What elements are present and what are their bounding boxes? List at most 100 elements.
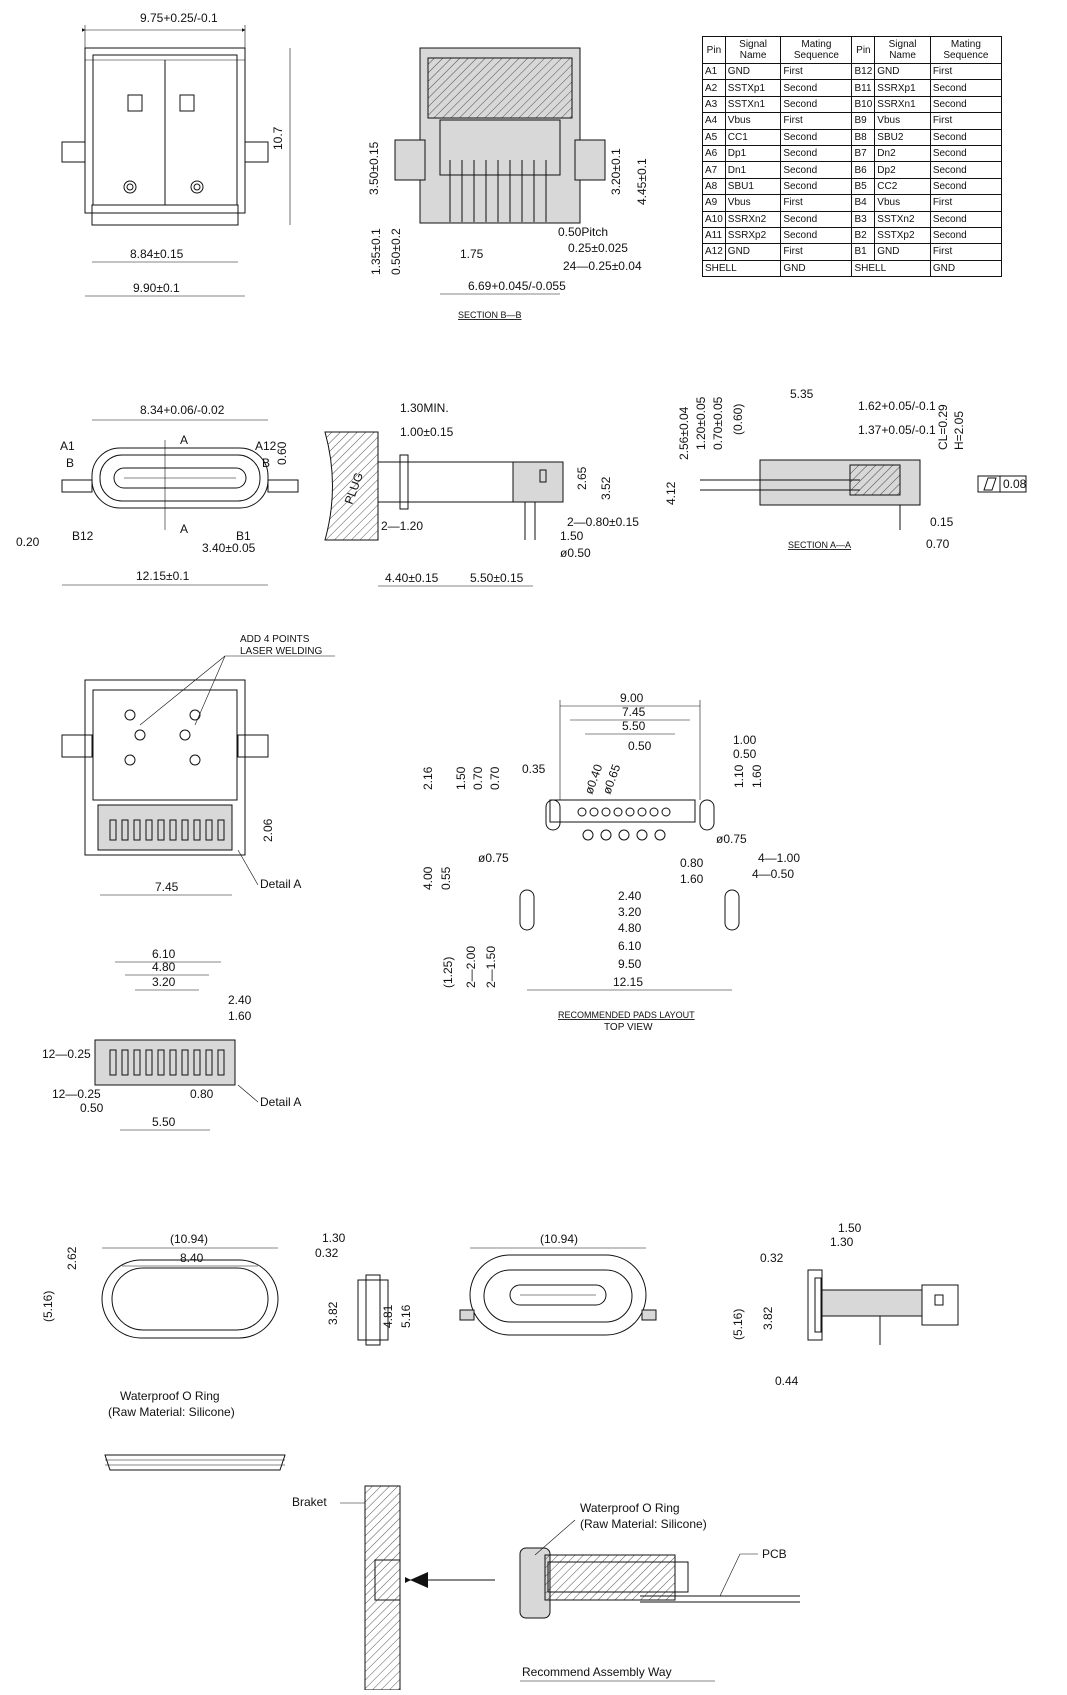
dim-label: 1.30 (322, 1231, 346, 1245)
dim-label: (5.16) (41, 1291, 55, 1322)
dim-label: 8.84±0.15 (130, 247, 184, 261)
col-header: Pin (702, 36, 726, 64)
dim-label: 1.30MIN. (400, 401, 449, 415)
table-cell: First (780, 243, 853, 261)
dim-label: A (180, 433, 188, 447)
table-cell: B12 (851, 62, 876, 81)
dim-label: (0.60) (731, 404, 745, 435)
table-cell: First (929, 194, 1003, 212)
table-cell: A9 (702, 194, 726, 212)
col-header: Mating Sequence (780, 36, 853, 64)
table-cell: A10 (702, 210, 726, 228)
dim-label: 4.80 (618, 921, 642, 935)
table-cell: B6 (851, 161, 876, 179)
dim-label: 2—1.50 (484, 946, 498, 988)
table-cell: First (780, 62, 853, 81)
table-cell: Second (780, 210, 853, 228)
dim-label: 3.20 (152, 975, 176, 989)
dim-label: 1.60 (680, 872, 704, 886)
dim-label: 0.50 (80, 1101, 104, 1115)
dim-label: 9.90±0.1 (133, 281, 180, 295)
col-header: Signal Name (874, 36, 931, 64)
table-cell: Second (929, 79, 1003, 97)
dim-label: 4.81 (381, 1304, 395, 1328)
oring-assembled-front: (10.94) (459, 1232, 657, 1336)
dim-label: 3.52 (599, 476, 613, 500)
dim-label: 12.15±0.1 (136, 569, 190, 583)
table-cell: GND (874, 243, 931, 261)
pads-layout: 9.00 7.45 5.50 0.50 1.00 0.50 2.16 1.50 … (421, 691, 800, 1033)
dim-label: 2.56±0.04 (677, 406, 691, 460)
table-cell: GND (724, 243, 782, 261)
oring-front: (10.94) 2.62 8.40 (5.16) Waterproof O Ri… (41, 1232, 286, 1471)
table-cell: GND (874, 62, 931, 81)
detail-a: 6.10 4.80 3.20 2.40 1.60 12—0.25 12—0.25… (42, 947, 301, 1131)
dim-label: 0.60 (275, 441, 289, 465)
dim-label: (5.16) (731, 1309, 745, 1340)
table-cell: Second (929, 128, 1003, 146)
section-a-a: 2.56±0.04 1.20±0.05 0.70±0.05 (0.60) 5.3… (664, 387, 1027, 551)
dim-label: (1.25) (441, 957, 455, 988)
dim-label: A1 (60, 439, 75, 453)
table-cell: SHELL (851, 259, 931, 278)
table-cell: SBU1 (724, 177, 782, 196)
table-cell: GND (929, 259, 1003, 278)
table-cell: Second (780, 144, 853, 163)
dim-label: 0.15 (930, 515, 954, 529)
dim-label: 7.45 (155, 880, 179, 894)
dim-label: 0.50 (628, 739, 652, 753)
dim-label: 9.50 (618, 957, 642, 971)
dim-label: CL=0.29 (936, 404, 950, 450)
table-cell: Second (780, 177, 853, 196)
dim-label: 8.34+0.06/-0.02 (140, 403, 225, 417)
table-cell: SSRXp2 (724, 226, 782, 245)
table-cell: Dn2 (874, 144, 931, 163)
detail-label: Detail A (260, 877, 301, 891)
dim-label: 3.82 (761, 1306, 775, 1330)
pad-grid (577, 807, 671, 841)
dim-label: 3.20 (618, 905, 642, 919)
dim-label: 4.45±0.1 (635, 158, 649, 205)
table-cell: Second (929, 95, 1003, 114)
table-cell: A6 (702, 144, 726, 163)
detail-pins (109, 1049, 225, 1076)
table-cell: B4 (851, 194, 876, 212)
dim-label: 0.50 (733, 747, 757, 761)
section-caption: SECTION A—A (788, 540, 851, 550)
dim-label: 0.50Pitch (558, 225, 608, 239)
front-view: 8.34+0.06/-0.02 A1 A12 B B A A 0.60 B12 … (16, 403, 299, 586)
dim-label: A12 (255, 439, 277, 453)
table-cell: A1 (702, 62, 726, 81)
dim-label: 0.70 (926, 537, 950, 551)
table-cell: CC1 (724, 128, 782, 146)
dim-label: 5.50 (622, 719, 646, 733)
dim-label: 2—1.20 (381, 519, 423, 533)
top-view: 9.75+0.25/-0.1 10.7 8.84±0.15 9.90±0.1 (61, 11, 291, 297)
oring-label: Waterproof O Ring (120, 1389, 220, 1403)
dim-label: B (262, 456, 270, 470)
table-cell: B9 (851, 112, 876, 130)
table-cell: A8 (702, 177, 726, 196)
dim-label: (10.94) (170, 1232, 208, 1246)
dim-label: 4.12 (664, 481, 678, 505)
table-cell: B7 (851, 144, 876, 163)
table-cell: B8 (851, 128, 876, 146)
table-cell: SBU2 (874, 128, 931, 146)
table-cell: First (929, 243, 1003, 261)
dim-label: ø0.50 (560, 546, 591, 560)
table-cell: Second (780, 79, 853, 97)
dim-label: 5.50 (152, 1115, 176, 1129)
table-cell: GND (724, 62, 782, 81)
dim-label: 0.25±0.025 (568, 241, 628, 255)
dim-label: 4.80 (152, 960, 176, 974)
dim-label: 0.20 (16, 535, 40, 549)
col-header: Signal Name (724, 36, 782, 64)
section-caption: SECTION B—B (458, 310, 522, 320)
pin-assignment-table: Pin Signal Name Mating Sequence Pin Sign… (701, 36, 1003, 278)
